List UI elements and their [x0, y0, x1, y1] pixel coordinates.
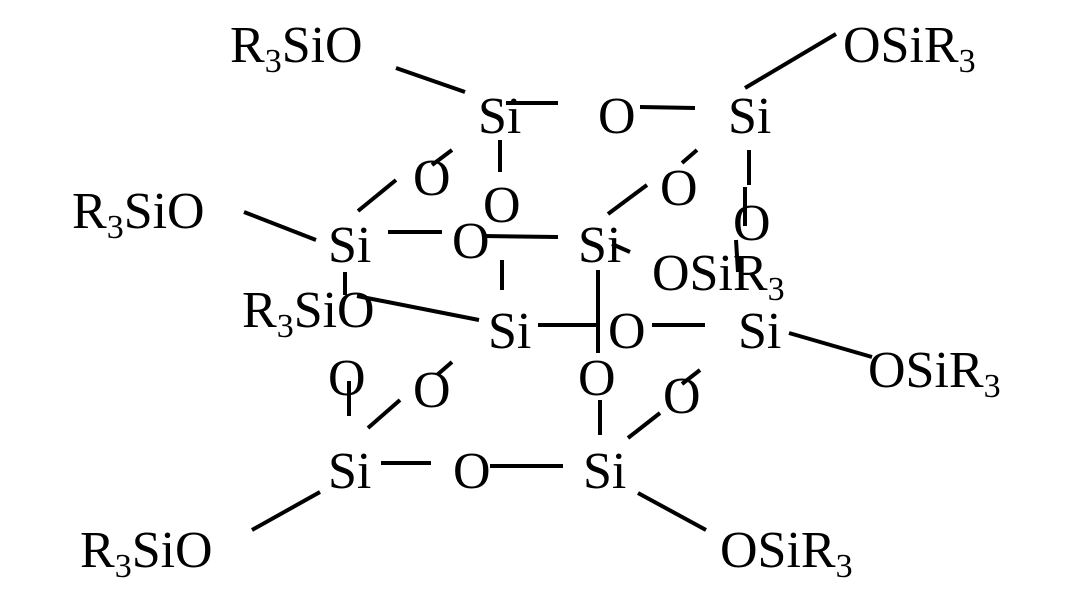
bond-line	[482, 234, 559, 239]
substituent-sub_top_right: OSiR3	[843, 17, 976, 80]
bond-line	[356, 178, 398, 213]
atom-o_top_back: O	[598, 88, 636, 145]
substituent-sub_right: OSiR3	[868, 342, 1001, 405]
bond-line	[366, 398, 402, 430]
atom-si_br_front: Si	[583, 443, 626, 500]
atom-si_br_back: Si	[738, 303, 781, 360]
bond-line	[243, 210, 317, 242]
substituent-sub_top_left: R3SiO	[230, 17, 363, 80]
atom-si_tr_back: Si	[728, 88, 771, 145]
bond-lines	[243, 32, 873, 532]
bond-line	[626, 411, 662, 440]
bond-line	[743, 32, 838, 90]
atom-o_tr_vert: O	[733, 195, 771, 252]
bond-line	[639, 105, 696, 110]
bond-line	[637, 491, 707, 532]
substituent-sub_bottom_left: R3SiO	[80, 522, 213, 585]
atom-o_mid_front: O	[452, 213, 490, 270]
atom-o_br_vert: O	[578, 350, 616, 407]
atom-o_br_diag: O	[663, 368, 701, 425]
bond-line	[356, 294, 480, 322]
atom-si_bl_back: Si	[488, 303, 531, 360]
substituent-sub_mid_left: R3SiO	[72, 183, 205, 246]
atom-o_tl_diag: O	[413, 150, 451, 207]
bond-line	[788, 331, 873, 359]
substituent-sub_center_left: R3SiO	[242, 282, 375, 345]
bond-line	[430, 148, 454, 167]
bond-line	[606, 183, 649, 216]
bond-line	[611, 242, 631, 254]
bond-line	[734, 239, 740, 273]
bond-line	[395, 66, 466, 94]
bond-line	[680, 368, 702, 386]
atom-si_tl_front: Si	[328, 217, 371, 274]
bond-line	[251, 490, 321, 532]
atom-si_tl_back: Si	[478, 88, 521, 145]
atom-si_bl_front: Si	[328, 443, 371, 500]
atom-o_tl_vert: O	[483, 177, 521, 234]
substituent-sub_bottom_right: OSiR3	[720, 522, 853, 585]
atom-o_tr_diag: O	[660, 160, 698, 217]
atom-o_bot_front: O	[453, 443, 491, 500]
substituent-sub_center_right: OSiR3	[652, 245, 785, 308]
atom-o_mid_back: O	[608, 303, 646, 360]
bond-line	[435, 360, 454, 377]
atom-si_tr_front: Si	[578, 217, 621, 274]
bond-line	[680, 148, 699, 165]
atom-o_bl_vert: O	[328, 350, 366, 407]
atom-o_bl_diag: O	[413, 362, 451, 419]
